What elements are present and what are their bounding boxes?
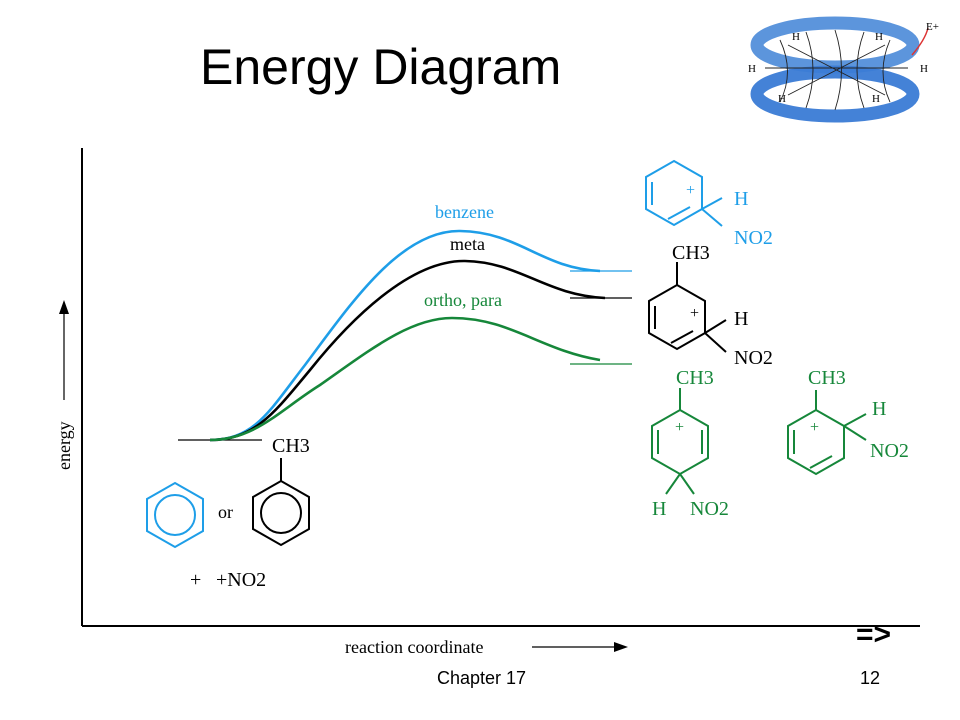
plus-charge: + xyxy=(690,305,699,322)
ch3-label: CH3 xyxy=(676,367,714,389)
no2-label: NO2 xyxy=(734,227,773,249)
ortho-para-curve-label: ortho, para xyxy=(424,290,502,310)
orbital-h-label: H xyxy=(792,31,800,43)
orbital-h-label: H xyxy=(778,93,786,105)
y-axis-label: energy xyxy=(54,421,74,470)
meta-sigma-complex xyxy=(648,262,727,353)
no2-label: NO2 xyxy=(870,440,909,462)
h-label: H xyxy=(652,498,666,520)
toluene-ch3-label: CH3 xyxy=(272,435,310,457)
benzene-energy-curve xyxy=(209,229,601,442)
nitronium-label: +NO2 xyxy=(216,569,266,591)
benzene-orbital-image: H H H H H H E+ xyxy=(748,16,939,123)
orbital-h-label: H xyxy=(748,63,756,75)
h-label: H xyxy=(734,308,748,330)
electrophile-label: E+ xyxy=(926,21,939,33)
meta-energy-curve xyxy=(209,259,606,442)
orbital-h-label: H xyxy=(920,63,928,75)
footer-chapter: Chapter 17 xyxy=(437,668,527,688)
plus-charge: + xyxy=(675,419,684,436)
or-text: or xyxy=(218,502,233,522)
meta-curve-label: meta xyxy=(450,234,485,254)
y-axis-arrowhead xyxy=(59,300,69,314)
ortho-sigma-complex xyxy=(787,390,867,476)
x-axis-arrowhead xyxy=(614,642,628,652)
footer-page-number: 12 xyxy=(860,668,881,688)
orbital-h-label: H xyxy=(872,93,880,105)
benzene-sigma-complex xyxy=(645,159,723,227)
no2-label: NO2 xyxy=(690,498,729,520)
plus-charge: + xyxy=(686,182,695,199)
plus-charge: + xyxy=(810,419,819,436)
toluene-structure xyxy=(252,458,310,547)
para-sigma-complex xyxy=(651,388,709,495)
benzene-curve-label: benzene xyxy=(435,202,494,222)
ortho-para-energy-curve xyxy=(209,316,601,442)
slide-title: Energy Diagram xyxy=(200,39,562,95)
h-label: H xyxy=(734,188,748,210)
h-label: H xyxy=(872,398,886,420)
benzene-structure xyxy=(146,481,204,549)
next-slide-link[interactable]: => xyxy=(856,618,892,651)
plus-sign: + xyxy=(190,569,201,591)
ch3-label: CH3 xyxy=(672,242,710,264)
no2-label: NO2 xyxy=(734,347,773,369)
orbital-h-label: H xyxy=(875,31,883,43)
ch3-label: CH3 xyxy=(808,367,846,389)
x-axis-label: reaction coordinate xyxy=(345,637,483,657)
